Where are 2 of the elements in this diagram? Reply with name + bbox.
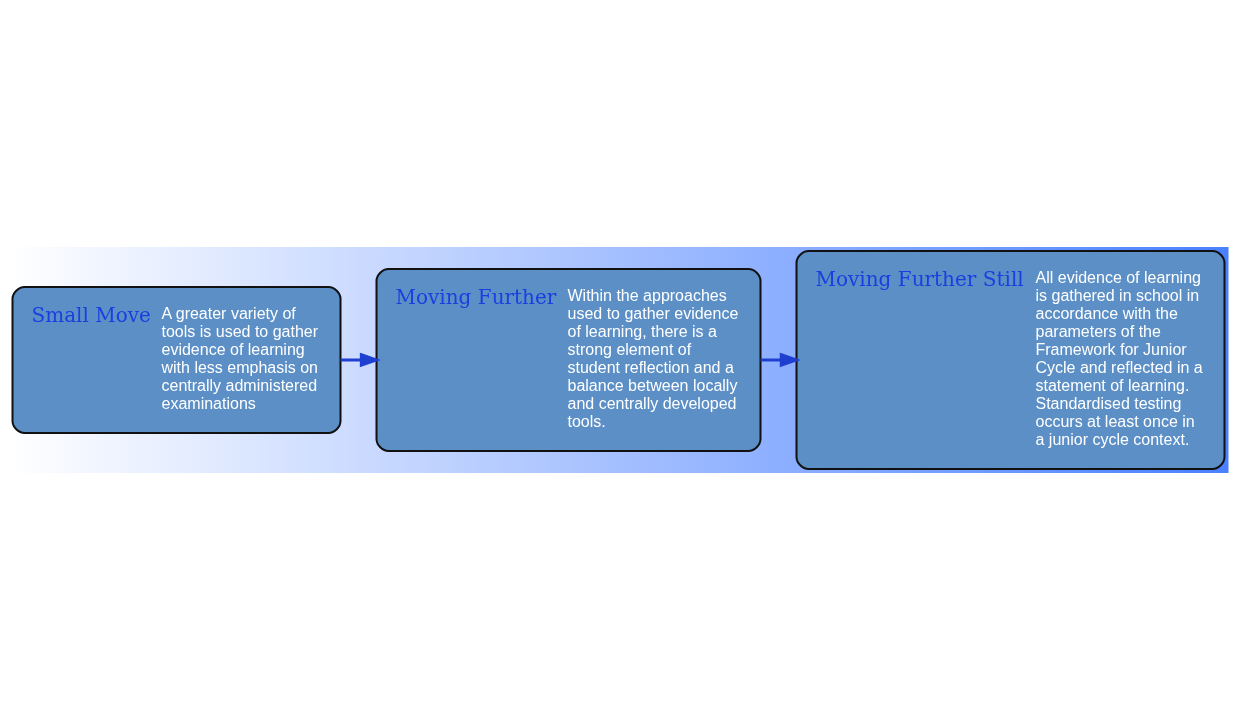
arrow xyxy=(340,352,381,367)
arrow xyxy=(760,352,801,367)
